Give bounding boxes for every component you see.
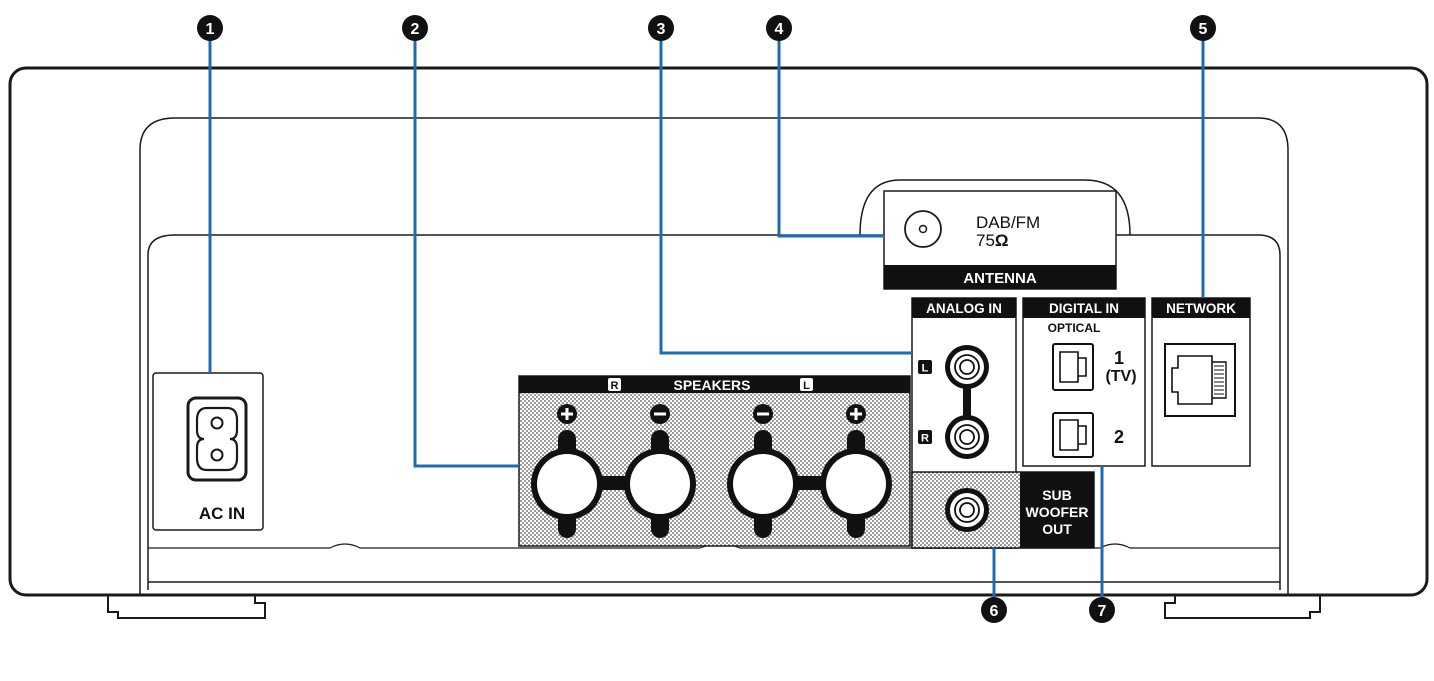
speaker-terminal-l-plus[interactable] [820,430,892,538]
callout-7: 7 [1089,597,1115,623]
subwoofer-line1: SUB [1042,487,1072,503]
antenna-housing [859,179,1131,236]
callout-3: 3 [648,15,674,41]
svg-text:3: 3 [657,21,666,38]
antenna-jack-center [918,224,928,234]
right-foot [1164,595,1321,619]
digital-in-label-bar [1023,298,1145,318]
digital-in-title: DIGITAL IN [1049,301,1119,316]
callout-6: 6 [981,597,1007,623]
speakers-l-badge: L [803,380,810,392]
ac-inlet-socket [195,406,239,472]
plus-icon [846,404,866,424]
optical-port-2-label: 2 [1114,427,1124,447]
antenna-type: DAB/FM [976,213,1040,232]
ac-pin-bottom [210,448,224,462]
speaker-terminal-r-minus[interactable] [624,430,696,538]
callout-lines [208,40,1205,598]
callout-2: 2 [402,15,428,41]
subwoofer-line3: OUT [1042,521,1072,537]
callout-line-4 [777,40,884,238]
svg-text:5: 5 [1199,21,1208,38]
analog-in-title: ANALOG IN [926,301,1002,316]
svg-text:4: 4 [775,21,784,38]
left-foot [107,595,266,619]
ac-pin-top [210,416,224,430]
minus-icon [753,404,773,424]
callout-4: 4 [766,15,792,41]
speaker-terminal-l-minus[interactable] [727,430,799,538]
optical-port-1-sub: (TV) [1105,368,1136,385]
speakers-r-badge: R [611,380,619,392]
minus-icon [650,404,670,424]
subwoofer-line2: WOOFER [1026,504,1089,520]
speakers-title: SPEAKERS [673,377,750,393]
inner-frame-body [147,234,1281,590]
callout-line-3 [659,40,912,355]
network-title: NETWORK [1166,301,1236,316]
analog-in-label-bar [912,298,1016,318]
analog-l-badge: L [922,363,929,375]
chassis-outline [8,66,1429,597]
inner-frame-top [139,117,1289,595]
plus-icon [557,404,577,424]
digital-in-sub: OPTICAL [1048,321,1101,335]
antenna-jack[interactable] [904,210,942,248]
optical-port-2[interactable] [1052,412,1094,458]
antenna-label-bar [884,265,1116,289]
network-label-bar [1152,298,1250,318]
svg-text:6: 6 [990,603,999,620]
antenna-title: ANTENNA [963,270,1036,287]
subwoofer-label-bar [1020,472,1094,548]
analog-r-badge: R [921,433,929,445]
digital-in-panel: DIGITAL IN OPTICAL 1 (TV) 2 [1022,297,1146,467]
callout-5: 5 [1190,15,1216,41]
analog-l-badge-box [918,360,932,374]
ethernet-port[interactable] [1164,343,1236,417]
svg-text:1: 1 [206,21,215,38]
optical-port-1-label: 1 [1114,348,1124,368]
subwoofer-out-jack[interactable] [945,488,989,532]
ac-in-label: AC IN [199,504,245,523]
analog-in-jack-r[interactable] [945,415,989,459]
optical-port-1[interactable] [1052,343,1094,391]
callout-line-2 [413,40,519,468]
analog-in-jack-l[interactable] [945,345,989,389]
antenna-panel: ANTENNA DAB/FM 75Ω [883,190,1117,290]
ac-inlet[interactable] [186,396,248,482]
callout-1: 1 [197,15,223,41]
network-panel: NETWORK [1151,297,1251,467]
speaker-terminal-r-plus[interactable] [531,430,603,538]
svg-text:2: 2 [411,21,420,38]
speakers-r-badge-box [608,378,621,391]
analog-in-panel: ANALOG IN L R SUB WOOFER OUT [911,297,1095,549]
speakers-panel: R SPEAKERS L [518,375,911,547]
analog-jack-link [963,385,971,419]
svg-text:7: 7 [1098,603,1107,620]
antenna-impedance: 75Ω [976,231,1009,250]
speakers-l-badge-box [800,378,813,391]
analog-r-badge-box [918,430,932,444]
ac-in-panel: AC IN [152,372,264,531]
